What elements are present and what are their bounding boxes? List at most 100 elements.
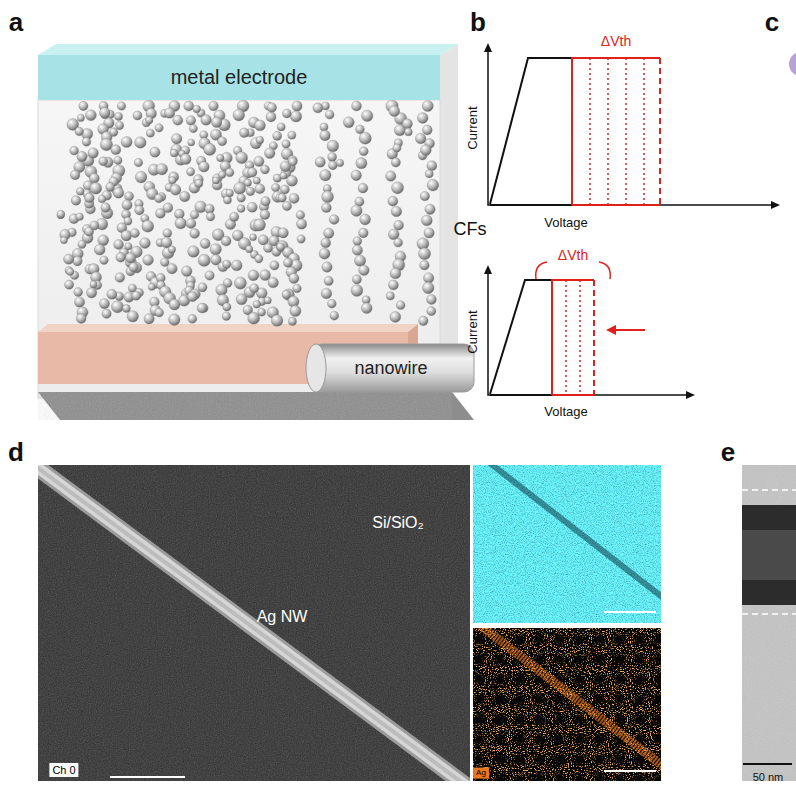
filament-sphere — [223, 196, 231, 204]
cylinder-end — [306, 344, 326, 392]
filament-sphere — [415, 133, 426, 144]
scale-bar — [604, 770, 656, 772]
filament-sphere — [82, 137, 91, 146]
filament-sphere — [255, 120, 266, 131]
filament-sphere — [186, 218, 196, 228]
filament-sphere — [226, 189, 234, 197]
filament-sphere — [351, 285, 363, 297]
filament-sphere — [289, 273, 299, 283]
node-label: nanowire — [354, 358, 427, 379]
filament-sphere — [187, 292, 197, 302]
filament-sphere — [169, 177, 176, 184]
filament-sphere — [236, 294, 247, 305]
filament-sphere — [320, 123, 328, 131]
filament-sphere — [201, 115, 212, 126]
filament-sphere — [390, 268, 401, 279]
filament-sphere — [386, 171, 396, 181]
filament-sphere — [418, 248, 430, 260]
filament-sphere — [99, 157, 108, 166]
filament-sphere — [290, 111, 301, 122]
filament-sphere — [393, 144, 401, 152]
filament-sphere — [204, 143, 216, 155]
filament-sphere — [77, 151, 87, 161]
filament-sphere — [186, 168, 194, 176]
filament-sphere — [200, 239, 210, 249]
filament-sphere — [230, 212, 239, 221]
shift-label: ΔVth — [558, 248, 588, 263]
filament-sphere — [129, 263, 138, 272]
filament-sphere — [283, 258, 292, 267]
filament-sphere — [296, 211, 305, 220]
filament-sphere — [391, 158, 400, 167]
filament-sphere — [223, 303, 231, 311]
filament-sphere — [351, 205, 362, 216]
filament-sphere — [321, 203, 331, 213]
filament-sphere — [186, 116, 196, 126]
curved-arrow — [536, 262, 547, 279]
filament-sphere — [268, 277, 279, 288]
filament-sphere — [211, 117, 222, 128]
filament-sphere — [57, 210, 65, 218]
filament-sphere — [358, 183, 368, 193]
filament-sphere — [329, 215, 339, 225]
filament-sphere — [117, 102, 126, 111]
axis-head — [686, 391, 695, 399]
filament-sphere — [328, 152, 337, 161]
filament-sphere — [258, 308, 266, 316]
filament-sphere — [288, 131, 296, 139]
filament-sphere — [394, 220, 404, 230]
filament-sphere — [388, 196, 398, 206]
filament-sphere — [148, 283, 155, 290]
filament-sphere — [292, 101, 302, 111]
filament-sphere — [271, 183, 279, 191]
filament-sphere — [277, 123, 285, 131]
filament-sphere — [260, 270, 271, 281]
filament-sphere — [64, 280, 73, 289]
filament-sphere — [188, 139, 195, 146]
filament-sphere — [223, 260, 231, 268]
filament-sphere — [84, 193, 94, 203]
filament-sphere — [107, 289, 117, 299]
filament-sphere — [424, 228, 434, 238]
panel-letter: c — [765, 8, 779, 37]
filament-sphere — [261, 165, 270, 174]
filament-sphere — [145, 116, 153, 124]
filament-sphere — [315, 157, 325, 167]
filament-sphere — [354, 255, 365, 266]
filament-sphere — [297, 235, 305, 243]
filament-sphere — [264, 148, 275, 159]
filament-sphere — [154, 194, 163, 203]
axis-title: Current — [466, 106, 480, 149]
filament-sphere — [352, 245, 362, 255]
device-sketch — [38, 44, 474, 420]
filament-sphere — [254, 156, 264, 166]
filament-sphere — [343, 117, 354, 128]
filament-sphere — [396, 301, 405, 310]
filament-sphere — [111, 145, 121, 155]
filament-sphere — [198, 254, 210, 266]
filament-sphere — [321, 288, 332, 299]
filament-sphere — [155, 124, 163, 132]
filament-sphere — [188, 246, 200, 258]
filament-sphere — [184, 101, 194, 111]
filament-sphere — [248, 270, 259, 281]
filament-sphere — [426, 295, 436, 305]
filament-sphere — [60, 237, 67, 244]
filament-sphere — [360, 214, 371, 225]
axis-head — [771, 201, 780, 209]
filament-sphere — [76, 187, 84, 195]
filament-sphere — [181, 266, 192, 277]
filament-sphere — [124, 192, 133, 201]
filament-sphere — [63, 254, 73, 264]
panel-letter: a — [9, 8, 23, 37]
filament-sphere — [423, 273, 433, 283]
filament-sphere — [361, 110, 372, 121]
filament-sphere — [146, 129, 154, 137]
filament-sphere — [169, 314, 181, 326]
axis-title: Current — [466, 310, 480, 353]
filament-sphere — [427, 179, 439, 191]
filament-sphere — [282, 290, 291, 299]
filament-sphere — [111, 301, 123, 313]
filament-sphere — [113, 188, 124, 199]
